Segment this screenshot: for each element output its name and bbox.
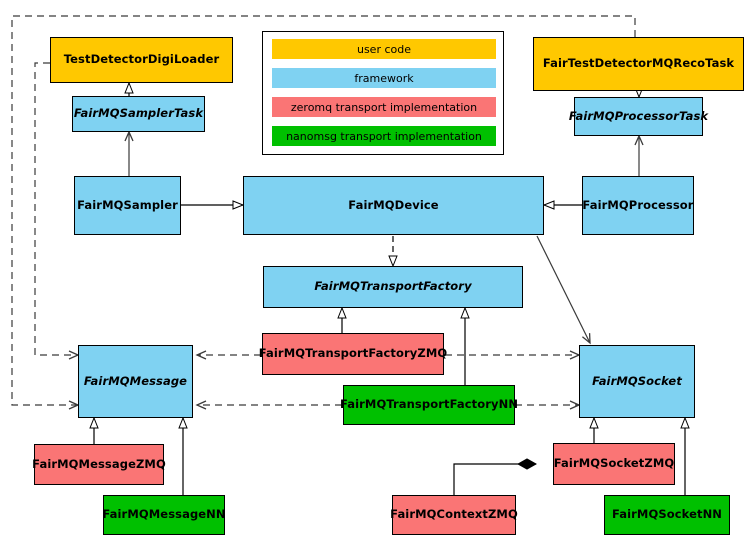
legend: user code framework zeromq transport imp… (262, 31, 504, 155)
legend-item-framework: framework (272, 68, 496, 88)
node-fairmq-socket[interactable]: FairMQSocket (579, 345, 695, 418)
node-fairmq-transport-factory-nn[interactable]: FairMQTransportFactoryNN (340, 385, 518, 425)
node-test-detector-digi-loader[interactable]: TestDetectorDigiLoader (50, 37, 233, 83)
node-fairmq-transport-factory-zmq[interactable]: FairMQTransportFactoryZMQ (259, 333, 447, 375)
node-fairmq-transport-factory[interactable]: FairMQTransportFactory (263, 266, 523, 308)
legend-item-nanomsg: nanomsg transport implementation (272, 126, 496, 146)
node-fairmq-message-zmq[interactable]: FairMQMessageZMQ (32, 444, 166, 485)
node-fairmq-socket-zmq[interactable]: FairMQSocketZMQ (553, 443, 675, 485)
edge-contextzmq-to-socketzmq (453, 464, 536, 495)
node-fairmq-message-nn[interactable]: FairMQMessageNN (102, 495, 226, 535)
edge-recotask-to-message (11, 15, 636, 410)
edge-digiloader-to-message (34, 62, 80, 360)
node-fairmq-message[interactable]: FairMQMessage (78, 345, 193, 418)
node-fairmq-device[interactable]: FairMQDevice (243, 176, 544, 235)
node-fairmq-sampler[interactable]: FairMQSampler (74, 176, 181, 235)
edge-device-to-socket (536, 235, 591, 345)
legend-item-zeromq: zeromq transport implementation (272, 97, 496, 117)
node-fairmq-socket-nn[interactable]: FairMQSocketNN (604, 495, 730, 535)
node-fairmq-context-zmq[interactable]: FairMQContextZMQ (390, 495, 518, 535)
node-fairmq-sampler-task[interactable]: FairMQSamplerTask (72, 96, 205, 132)
node-fairmq-processor-task[interactable]: FairMQProcessorTask (569, 97, 708, 136)
node-fair-test-detector-mq-reco-task[interactable]: FairTestDetectorMQRecoTask (533, 37, 744, 91)
legend-item-user-code: user code (272, 39, 496, 59)
node-fairmq-processor[interactable]: FairMQProcessor (582, 176, 694, 235)
